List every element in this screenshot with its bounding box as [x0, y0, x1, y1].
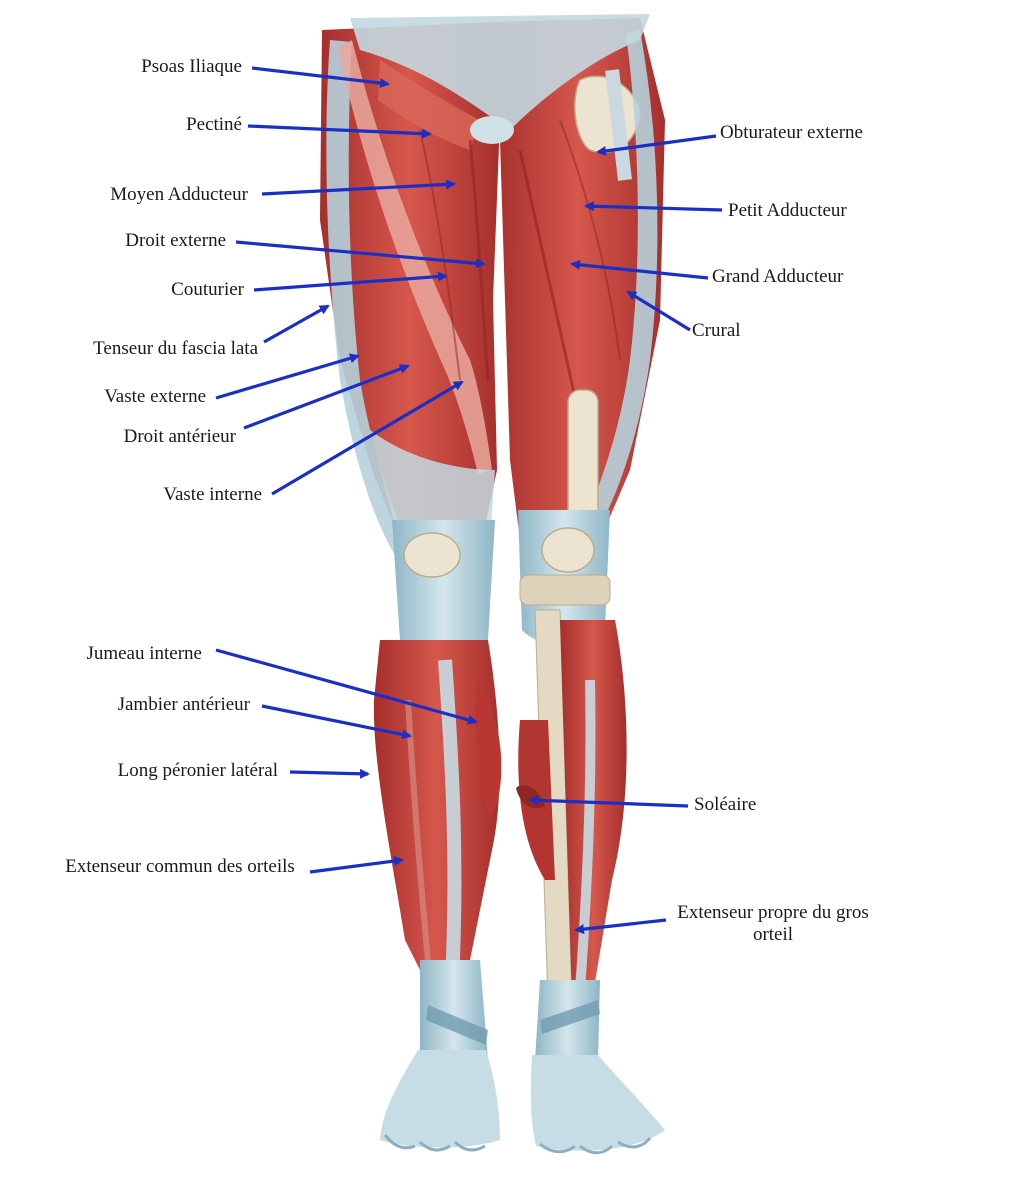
label-long-peronier: Long péronier latéral [117, 760, 278, 781]
label-petit-adducteur: Petit Adducteur [728, 200, 847, 221]
arrow-moyen-adducteur [261, 179, 456, 196]
label-crural: Crural [692, 320, 741, 341]
arrow-jambier-anterieur [261, 704, 412, 740]
label-vaste-interne: Vaste interne [163, 484, 262, 505]
arrow-crural [626, 290, 691, 332]
right-leg [492, 18, 665, 1155]
label-jambier-anterieur: Jambier antérieur [117, 694, 250, 715]
label-obturateur: Obturateur externe [720, 122, 863, 143]
pelvic-fascia [350, 14, 650, 130]
arrow-extenseur-commun [309, 856, 404, 874]
label-extenseur-commun: Extenseur commun des orteils [65, 856, 295, 877]
label-extenseur-propre: Extenseur propre du gros orteil [677, 902, 869, 945]
label-pectine: Pectiné [186, 114, 242, 135]
arrow-couturier [253, 271, 448, 292]
label-moyen-adducteur: Moyen Adducteur [110, 184, 248, 205]
arrow-extenseur-propre [574, 918, 667, 935]
arrow-petit-adducteur [584, 201, 723, 212]
arrow-droit-externe [235, 240, 486, 269]
arrow-droit-anterieur [243, 364, 410, 430]
arrow-jumeau-interne [215, 648, 478, 725]
arrow-vaste-externe [215, 353, 360, 400]
arrow-soleaire [528, 795, 689, 808]
label-couturier: Couturier [171, 279, 244, 300]
label-vaste-externe: Vaste externe [104, 386, 206, 407]
label-soleaire: Soléaire [694, 794, 757, 815]
label-psoas: Psoas Iliaque [141, 56, 242, 77]
arrow-long-peronier [289, 768, 370, 779]
arrow-obturateur [596, 134, 717, 156]
arrow-tenseur [263, 304, 330, 344]
arrow-psoas [251, 66, 390, 89]
label-grand-adducteur: Grand Adducteur [712, 266, 844, 287]
pointer-arrows [215, 66, 723, 935]
label-droit-anterieur: Droit antérieur [123, 426, 236, 447]
arrow-grand-adducteur [570, 259, 709, 280]
label-droit-externe: Droit externe [125, 230, 226, 251]
label-tenseur: Tenseur du fascia lata [93, 338, 258, 359]
label-jumeau-interne: Jumeau interne [86, 643, 202, 664]
left-leg [320, 22, 502, 1152]
pubic-symphysis [470, 116, 514, 144]
arrow-vaste-interne [271, 380, 464, 496]
arrow-pectine [247, 124, 432, 139]
